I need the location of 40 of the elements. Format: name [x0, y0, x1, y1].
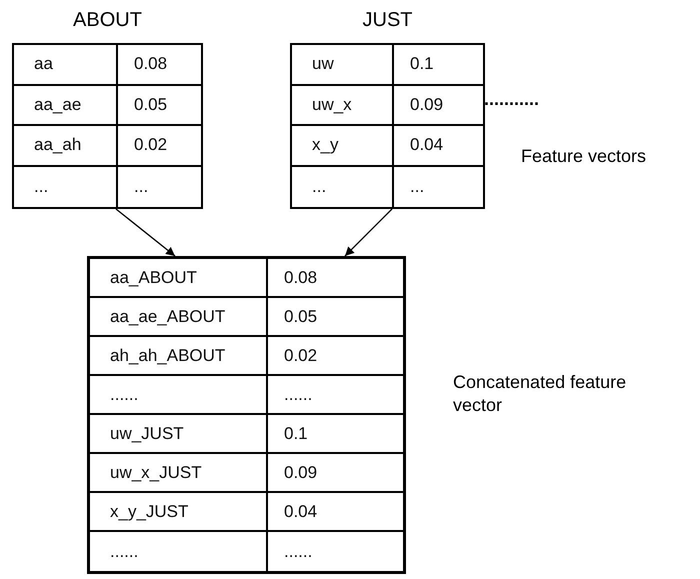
table-cell: uw_x_JUST: [90, 454, 268, 493]
table-cell: aa_ah: [14, 126, 118, 166]
table-cell: ...: [292, 166, 394, 207]
table-cell: ah_ah_ABOUT: [90, 337, 268, 376]
table-cell-text: ...: [409, 176, 426, 198]
table-cell: 0.1: [268, 415, 403, 454]
arrow: [116, 208, 176, 256]
feature-table: [87, 256, 406, 574]
table-cell: aa_ae: [14, 86, 118, 126]
table-cell: 0.04: [268, 493, 403, 532]
table-cell: 0.02: [118, 126, 201, 166]
table-cell: x_y_JUST: [90, 493, 268, 532]
table-cell: aa_ABOUT: [90, 259, 268, 298]
arrow: [344, 208, 392, 256]
table-cell: uw_x: [292, 86, 394, 126]
table-cell-text: ...: [133, 176, 150, 198]
table-heading: JUST: [362, 9, 414, 32]
table-cell: x_y: [292, 126, 394, 166]
table-caption: Concatenated feature vector: [453, 371, 628, 416]
table-cell: uw_JUST: [90, 415, 268, 454]
table-cell: ......: [90, 376, 268, 415]
table-cell: aa_ae_ABOUT: [90, 298, 268, 337]
table-cell: ...: [14, 166, 118, 207]
note-text: ...........: [484, 88, 540, 110]
note-text: Feature vectors: [521, 145, 648, 168]
table-cell: 0.09: [268, 454, 403, 493]
table-cell: uw: [292, 45, 394, 86]
table-cell: aa: [14, 45, 118, 86]
table-cell: 0.08: [268, 259, 403, 298]
table-cell: 0.05: [118, 86, 201, 126]
table-cell: ......: [268, 376, 403, 415]
table-cell-text: ......: [283, 540, 314, 562]
table-cell: 0.05: [268, 298, 403, 337]
table-cell: 0.04: [394, 126, 483, 166]
table-cell: 0.02: [268, 337, 403, 376]
table-cell: 0.08: [118, 45, 201, 86]
table-cell: ......: [90, 532, 268, 571]
table-heading: ABOUT: [72, 9, 143, 32]
table-cell: 0.1: [394, 45, 483, 86]
table-cell: 0.09: [394, 86, 483, 126]
